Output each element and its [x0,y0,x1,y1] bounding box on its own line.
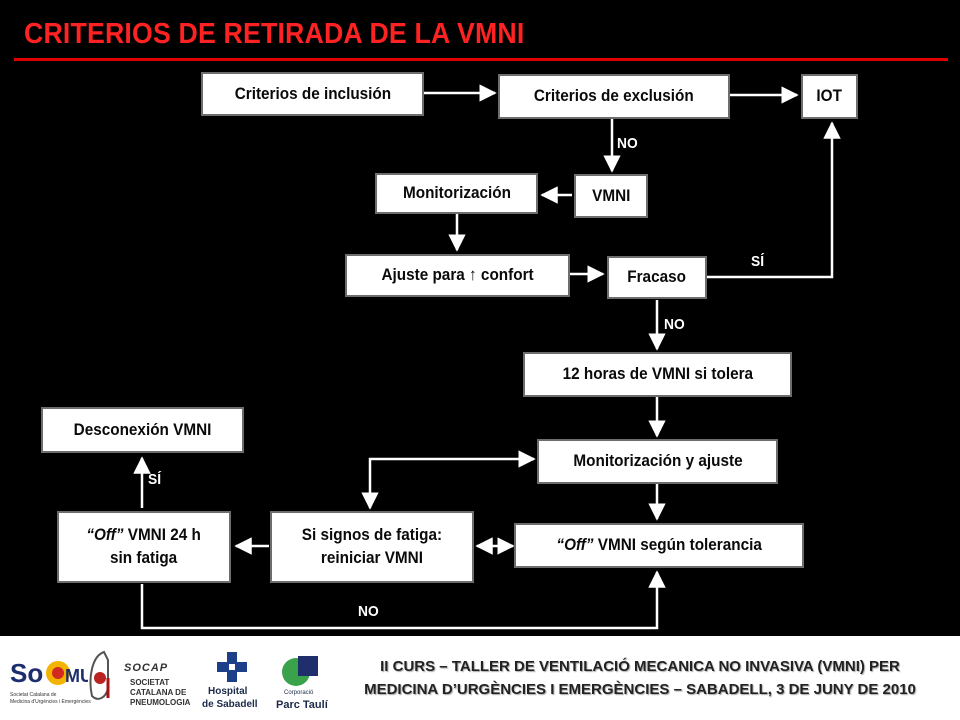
node-vmni: VMNI [574,174,648,218]
node-off-tolerancia: “Off” VMNI según tolerancia [514,523,804,568]
edge-off24-off-no [140,570,666,630]
hospital-cross-icon [217,652,247,682]
footer-line-1: II CURS – TALLER DE VENTILACIÓ MECANICA … [380,658,900,675]
label-si-fracaso: SÍ [751,253,765,270]
parc-tauli-mark-icon [282,656,318,686]
node-ajuste-confort: Ajuste para ↑ confort [345,254,570,297]
svg-text:MUE: MUE [65,666,88,686]
label-si-desconexion: SÍ [148,471,162,488]
edge-monit-signos [361,450,536,510]
node-desconexion: Desconexión VMNI [41,407,244,453]
lungs-icon [89,650,110,700]
node-fracaso: Fracaso [607,256,707,299]
node-criterios-inclusion: Criterios de inclusión [201,72,424,116]
node-monitorizacion-ajuste: Monitorización y ajuste [537,439,778,484]
footer-line-2: MEDICINA D’URGÈNCIES I EMERGÈNCIES – SAB… [364,680,916,698]
svg-text:So: So [10,658,43,688]
label-no-fracaso: NO [664,316,685,333]
node-monitorizacion: Monitorización [375,173,538,214]
node-criterios-exclusion: Criterios de exclusión [498,74,730,119]
socmue-logo-mark: So MUE [10,658,105,688]
label-no-return: NO [358,603,379,620]
node-12-horas: 12 horas de VMNI si tolera [523,352,792,397]
title-underline [14,58,948,61]
slide-title: CRITERIOS DE RETIRADA DE LA VMNI [24,18,525,50]
footer-band [0,636,960,720]
socmue-logo: So MUE Societat Catalana de Medicina d'U… [8,652,105,712]
parc-tauli-logo: Corporació Parc Taulí [272,654,332,716]
node-iot: IOT [801,74,858,119]
label-no-exclusion: NO [617,135,638,152]
hospital-sabadell-logo: Hospital de Sabadell [200,652,264,716]
socap-logo: SOCAP SOCIETAT CATALANA DE PNEUMOLOGIA [86,648,196,716]
edge-fracaso-iot [707,121,841,279]
footer-caption: II CURS – TALLER DE VENTILACIÓ MECANICA … [330,656,950,701]
node-signos-fatiga: Si signos de fatiga:reiniciar VMNI [270,511,474,583]
